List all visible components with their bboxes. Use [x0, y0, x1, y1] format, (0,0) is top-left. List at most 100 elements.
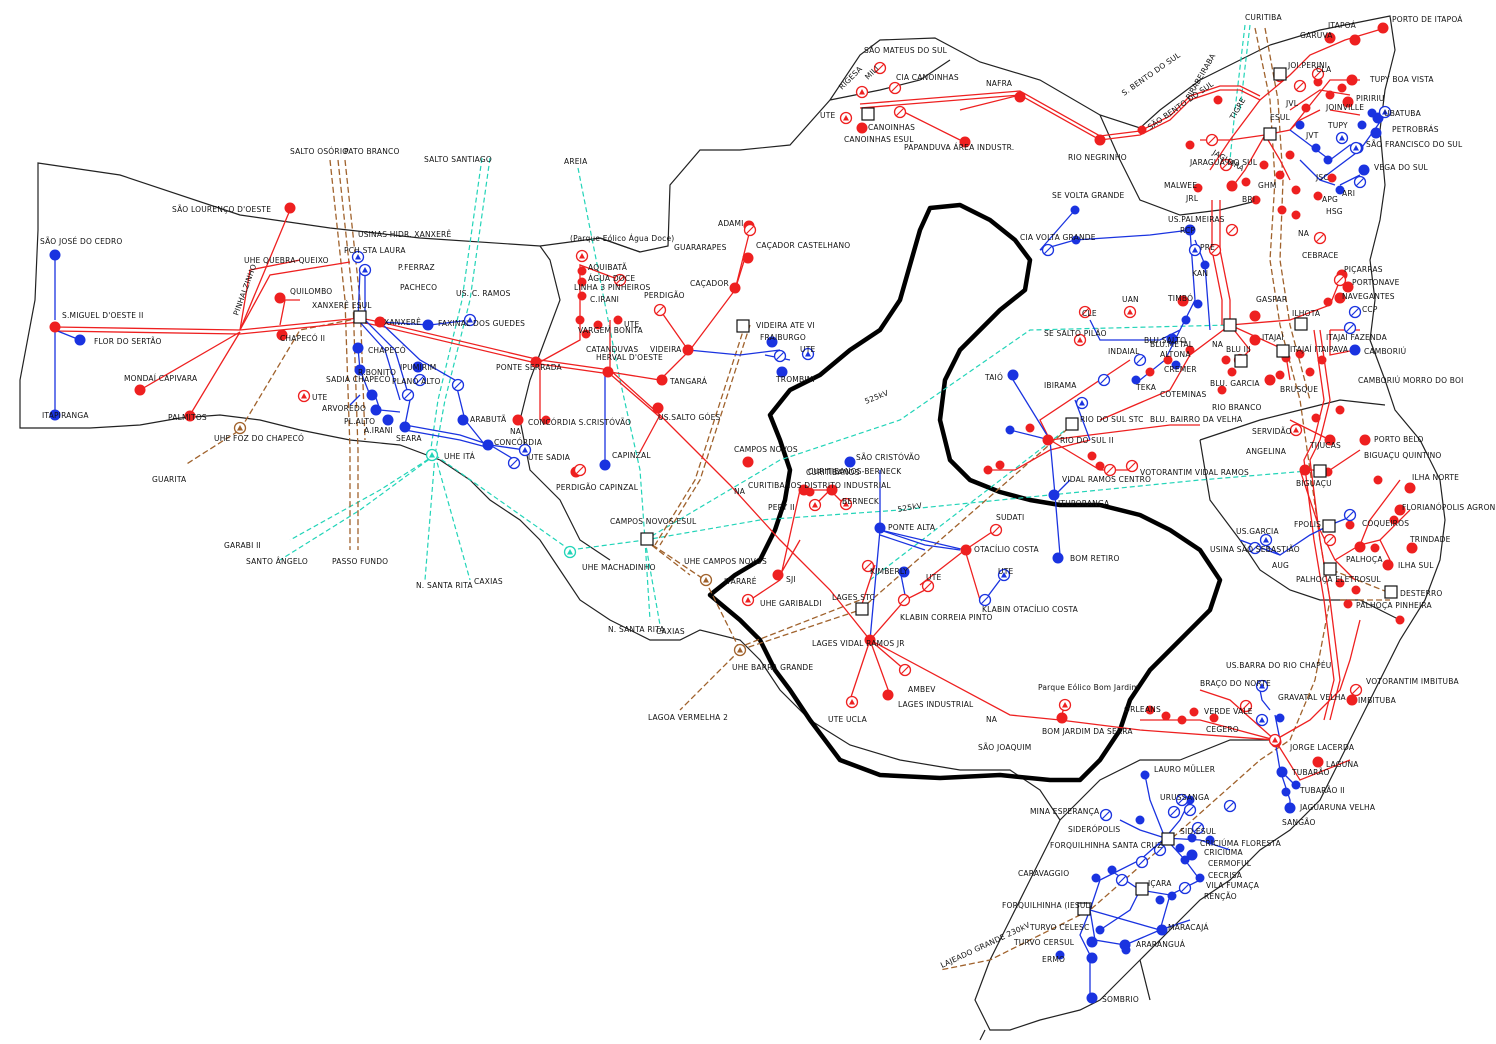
substation-dot [1161, 711, 1171, 721]
breaker-icon [1103, 463, 1117, 477]
label-perdigao-capinzal: PERDIGÃO CAPINZAL [556, 483, 639, 492]
substation-dot [1091, 873, 1101, 883]
generator-icon [1058, 698, 1072, 712]
label-bom-retiro: BOM RETIRO [1070, 554, 1120, 563]
label-sao-mateus: SÃO MATEUS DO SUL [864, 46, 948, 55]
switchyard-box [861, 107, 875, 121]
substation-dot [826, 484, 838, 496]
substation-dot [1313, 191, 1323, 201]
substation-dot [1137, 125, 1147, 135]
label-curitibanos-di: CURITIBANOS DISTRITO INDUSTRIAL [748, 481, 891, 490]
substation-dot [1186, 849, 1198, 861]
breaker-icon [1175, 793, 1189, 807]
label-parque-eolico-agua-doce: (Parque Eólico Água Doce) [570, 234, 674, 243]
label-na-4: NA [1298, 229, 1310, 238]
label-biguacu-quintino: BIGUAÇU QUINTINO [1364, 451, 1442, 460]
substation-dot [1131, 375, 1141, 385]
substation-dot [1200, 260, 1210, 270]
label-angelina: ANGELINA [1246, 447, 1287, 456]
label-catanduvas: CATANDUVAS [586, 345, 638, 354]
label-curitibanos: CURITIBANOS [806, 468, 860, 477]
label-ilha-norte: ILHA NORTE [1412, 473, 1459, 482]
breaker-icon [1097, 373, 1111, 387]
generator-icon [699, 573, 713, 587]
label-pre: PRE [1200, 243, 1215, 252]
label-ute-chapeco: UTE [312, 393, 327, 402]
substation-dot [1055, 950, 1065, 960]
substation-dot [1189, 707, 1199, 717]
substation-dot [1406, 542, 1418, 554]
substation-dot [1324, 434, 1336, 446]
breaker-icon [1311, 67, 1325, 81]
substation-dot [1264, 374, 1276, 386]
breaker-icon [888, 81, 902, 95]
substation-dot [613, 315, 623, 325]
label-uhe-machadinho: UHE MACHADINHO [582, 563, 656, 572]
substation-dot [1313, 77, 1323, 87]
label-canoinhas: CANOINHAS [868, 123, 915, 132]
label-tangara: TANGARÁ [669, 377, 708, 386]
substation-dot [1335, 405, 1345, 415]
label-sangao: SANGÃO [1282, 818, 1316, 827]
label-mina-esperanca: MINA ESPERANÇA [1030, 807, 1100, 816]
substation-dot [354, 364, 366, 376]
breaker-icon [773, 349, 787, 363]
label-aug: AUG [1272, 561, 1289, 570]
substation-dot [656, 374, 668, 386]
region-boundary [707, 202, 1223, 783]
breaker-icon [1178, 881, 1192, 895]
label-sid-esul: SID.ESUL [1180, 827, 1217, 836]
label-campos-novos-esul: CAMPOS NOVOS ESUL [610, 517, 697, 526]
breaker-icon [1219, 158, 1233, 172]
switchyard-box [855, 602, 869, 616]
label-hsg: HSG [1326, 207, 1343, 216]
substation-dot [1070, 205, 1080, 215]
substation-dot [1312, 756, 1324, 768]
substation-dot [1071, 235, 1081, 245]
substation-dot [1357, 120, 1367, 130]
breaker-icon [1115, 873, 1129, 887]
label-rcp: RCP [1180, 226, 1195, 235]
substation-dot [457, 414, 469, 426]
substation-dot [1349, 344, 1361, 356]
breaker-icon [401, 388, 415, 402]
label-caxias-2: CAXIAS [656, 627, 685, 636]
label-turvo-celesc: TURVO CELESC [1029, 923, 1089, 932]
substations [49, 22, 1418, 1004]
substation-dot [412, 361, 424, 373]
label-faxinal: FAXINAL DOS GUEDES [438, 319, 525, 328]
label-salto-santiago: SALTO SANTIAGO [424, 155, 492, 164]
breaker-icon [1078, 305, 1092, 319]
substation-dot [1095, 925, 1105, 935]
label-arabuta: ARABUTÃ [470, 415, 507, 424]
label-jvt: JVT [1305, 131, 1319, 140]
generator-icon [845, 695, 859, 709]
label-ute-otacilio: UTE [926, 573, 941, 582]
substation-dot [1382, 559, 1394, 571]
substation-dot [1005, 425, 1015, 435]
label-xanxere: XANXERÊ [384, 318, 421, 327]
label-uhe-foz-chapeco: UHE FOZ DO CHAPECÓ [214, 434, 304, 443]
switchyard-box [1161, 832, 1175, 846]
label-tubarao: TUBARÃO [1291, 768, 1330, 777]
label-ponte-serrada: PONTE SERRADA [496, 363, 563, 372]
label-camboriu-morro: CAMBORIÚ MORRO DO BOI [1358, 376, 1464, 385]
breaker-icon [978, 593, 992, 607]
label-mondai-capivara: MONDAÍ CAPIVARA [124, 374, 198, 383]
substation-dot [577, 291, 587, 301]
breaker-icon [1248, 541, 1262, 555]
label-criciuma: CRICIÚMA [1204, 848, 1243, 857]
substation-dot [1275, 370, 1285, 380]
substation-dot [1086, 992, 1098, 1004]
generator-icon [1335, 131, 1349, 145]
label-p-ferraz: P.FERRAZ [398, 263, 435, 272]
generator-icon [518, 443, 532, 457]
substation-dot [1095, 461, 1105, 471]
substation-dot [1301, 103, 1311, 113]
substation-dot [1217, 385, 1227, 395]
label-guararapes: GUARARAPES [674, 243, 727, 252]
label-coqueiros: COQUEIROS [1362, 519, 1409, 528]
breaker-icon [1293, 79, 1307, 93]
label-sji: SJI [786, 575, 796, 584]
